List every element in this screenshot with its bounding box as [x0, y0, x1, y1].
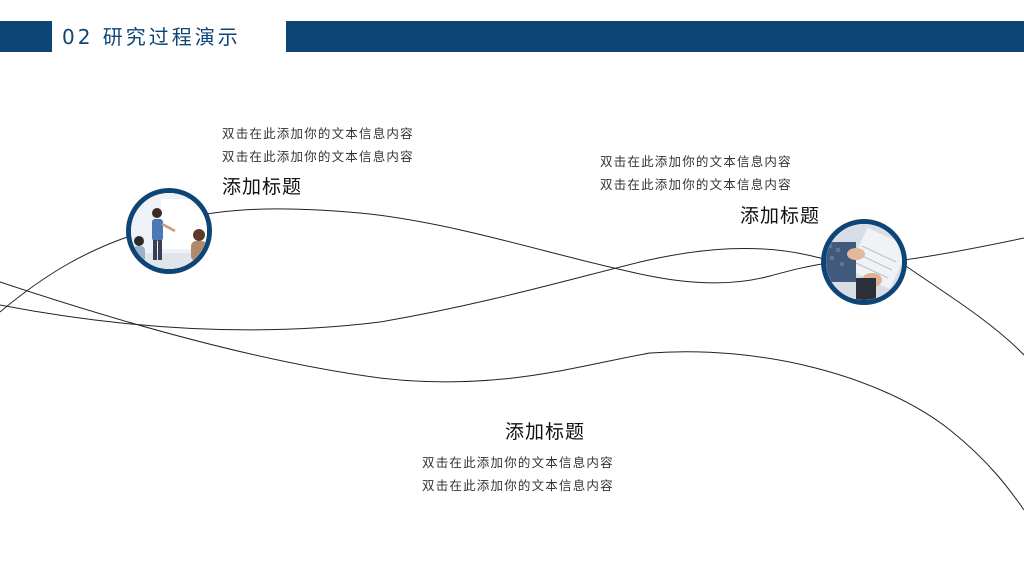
- block-1-line-2: 双击在此添加你的文本信息内容: [222, 149, 414, 164]
- block-2-line-2: 双击在此添加你的文本信息内容: [600, 177, 792, 192]
- typing-photo: [821, 219, 907, 305]
- block-2-line-1: 双击在此添加你的文本信息内容: [600, 154, 792, 169]
- block-1-line-1: 双击在此添加你的文本信息内容: [222, 126, 414, 141]
- block-3-line-1: 双击在此添加你的文本信息内容: [422, 455, 614, 470]
- block-2-title: 添加标题: [740, 205, 821, 227]
- header-bar-left: [0, 21, 52, 52]
- presentation-photo: [126, 188, 212, 274]
- header-bar-right: [286, 21, 1024, 52]
- block-3-line-2: 双击在此添加你的文本信息内容: [422, 478, 614, 493]
- block-3-title: 添加标题: [505, 421, 586, 443]
- block-1-title: 添加标题: [222, 176, 303, 198]
- section-title: 02 研究过程演示: [62, 25, 241, 49]
- curve-3: [0, 281, 1024, 511]
